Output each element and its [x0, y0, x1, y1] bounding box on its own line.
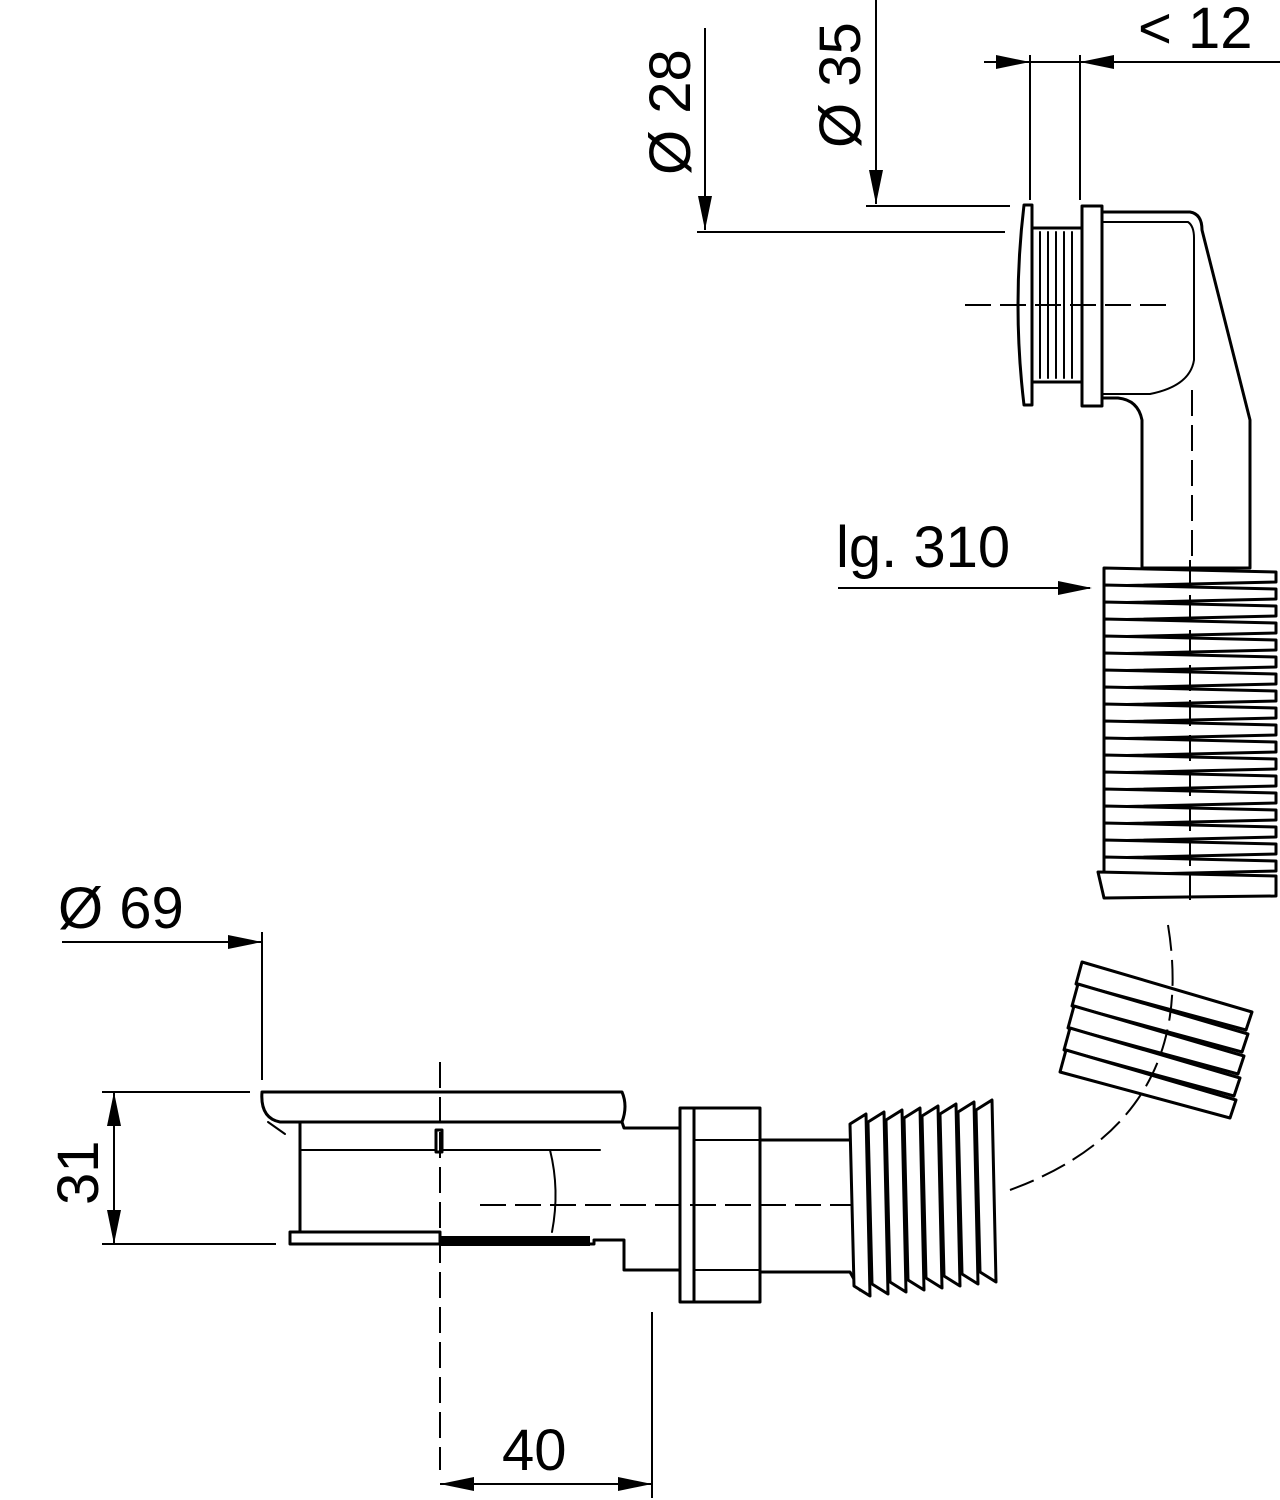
hose-rib	[1102, 583, 1278, 605]
hose-rib	[848, 1112, 872, 1298]
hose-rib	[956, 1100, 980, 1286]
flexible-hose-upper	[1096, 560, 1278, 900]
label-height-31: 31	[46, 1140, 111, 1205]
hose-rib	[1062, 1026, 1242, 1098]
hose-rib	[1102, 719, 1278, 741]
dimension-height-31: 31	[46, 1091, 276, 1245]
dimension-length-310: lg. 310	[836, 515, 1092, 595]
label-max-12: < 12	[1138, 0, 1253, 61]
label-dia-28: Ø 28	[638, 49, 703, 175]
waste-outlet-spigot	[758, 1122, 862, 1292]
dimension-dia-35: Ø 35	[808, 0, 1010, 207]
label-dia-69: Ø 69	[58, 876, 184, 941]
overflow-assembly	[965, 203, 1252, 570]
flexible-hose-fragment	[1058, 960, 1254, 1120]
hose-rib	[974, 1098, 998, 1284]
hose-continuation-arc	[1009, 924, 1174, 1191]
waste-body	[298, 1120, 682, 1272]
label-dia-35: Ø 35	[808, 22, 873, 148]
hose-rib	[938, 1102, 962, 1288]
hose-rib	[1074, 960, 1254, 1032]
hose-rib	[1096, 870, 1278, 900]
hose-rib	[1102, 753, 1278, 775]
dimension-max-12: < 12	[984, 0, 1280, 200]
hose-rib	[1102, 651, 1278, 673]
hose-rib	[1102, 787, 1278, 809]
waste-bottom-flange	[288, 1230, 442, 1246]
hose-rib	[1102, 685, 1278, 707]
hose-rib	[1066, 1004, 1246, 1076]
hose-rib	[920, 1104, 944, 1290]
waste-top-plate	[260, 1090, 627, 1124]
hose-rib	[1102, 617, 1278, 639]
dimension-dia-69: Ø 69	[58, 876, 263, 1080]
hose-rib	[866, 1110, 890, 1296]
label-offset-40: 40	[502, 1418, 567, 1483]
overflow-elbow	[1100, 210, 1252, 570]
hose-rib	[884, 1108, 908, 1294]
hose-rib	[902, 1106, 926, 1292]
hose-rib	[1102, 821, 1278, 843]
dimension-offset-40: 40	[440, 1312, 653, 1498]
flexible-hose-lower	[848, 1098, 998, 1298]
label-length-310: lg. 310	[836, 515, 1010, 580]
dimension-dia-28: Ø 28	[638, 28, 1005, 233]
hose-rib	[1070, 982, 1250, 1054]
